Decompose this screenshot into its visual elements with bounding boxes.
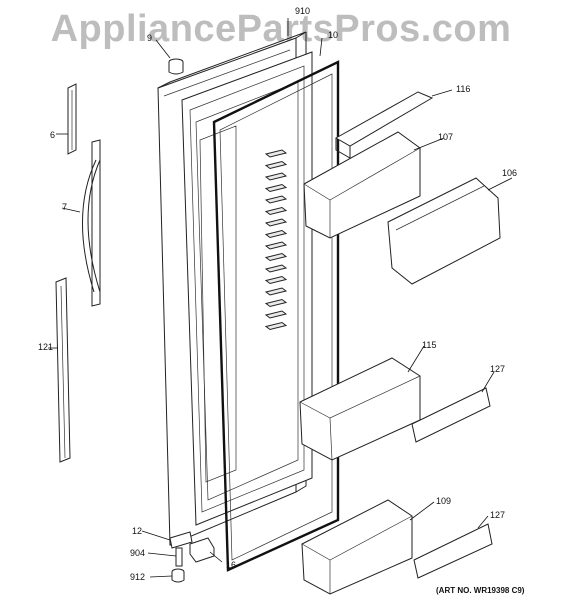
trim-strip (55, 277, 71, 463)
callout-9: 9 (147, 33, 153, 43)
door-bin-107 (303, 131, 421, 239)
shelf-ribs (264, 149, 288, 331)
bin-rail (334, 91, 434, 159)
shelf-rib (264, 195, 288, 204)
door-liner (181, 51, 313, 526)
callout-106: 106 (502, 168, 518, 178)
callout-115: 115 (422, 340, 437, 350)
shelf-rib (264, 218, 288, 227)
dairy-cover (387, 177, 501, 285)
callout-16: 16 (226, 560, 237, 570)
bushing-bottom (171, 568, 185, 583)
shelf-rib (264, 206, 288, 216)
callout-107: 107 (438, 132, 454, 142)
callout-7: 7 (62, 202, 68, 212)
callout-121: 121 (38, 342, 54, 352)
shelf-rib (264, 321, 288, 331)
shelf-rib (264, 287, 288, 296)
shelf-rib (264, 160, 288, 170)
art-number: (ART NO. WR19398 C9) (436, 586, 525, 595)
callout-127-upper: 127 (490, 364, 506, 374)
hinge-bracket (189, 537, 215, 563)
bushing-top (168, 58, 184, 75)
callout-12: 12 (132, 526, 143, 536)
shelf-rib (264, 275, 288, 285)
shelf-rib (264, 264, 288, 273)
callout-127-lower: 127 (490, 510, 506, 520)
door-bin-115 (299, 357, 421, 461)
leader-lines (48, 18, 513, 578)
callout-116: 116 (456, 84, 471, 94)
callout-6: 6 (50, 130, 56, 140)
callout-109: 109 (436, 496, 452, 506)
shelf-rib (264, 310, 288, 319)
callout-912: 912 (130, 572, 146, 582)
shelf-rib (264, 149, 288, 158)
shelf-rib (264, 298, 288, 308)
screw (175, 547, 183, 567)
callout-910: 910 (295, 6, 311, 16)
shelf-rib (264, 229, 288, 239)
shelf-rib (264, 172, 288, 181)
door-bin-109 (301, 499, 413, 595)
callout-904: 904 (130, 548, 146, 558)
shelf-rib (264, 241, 288, 250)
callout-10: 10 (328, 30, 339, 40)
door-handle (82, 139, 101, 307)
bin-front-upper (411, 387, 491, 443)
hinge-trim (67, 83, 77, 155)
shelf-rib (264, 252, 288, 262)
hinge-plate (169, 531, 193, 549)
shelf-rib (264, 183, 288, 193)
door-gasket (212, 60, 340, 572)
bin-front-lower (413, 523, 493, 579)
